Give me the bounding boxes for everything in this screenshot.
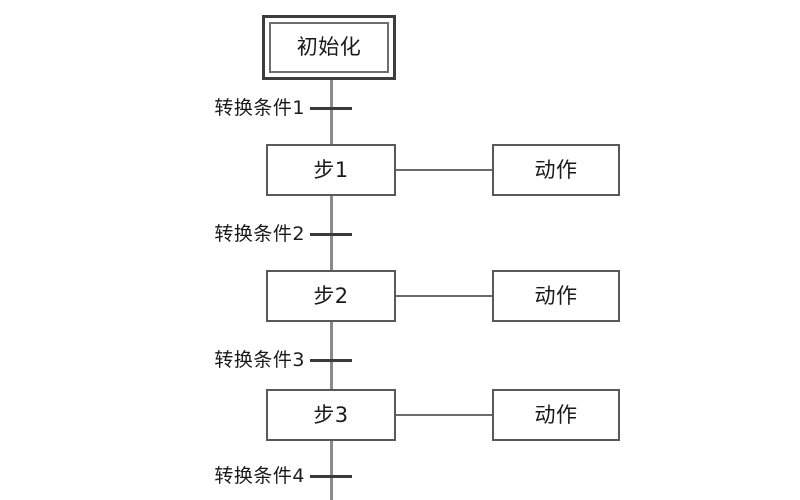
trunk-line-t4-to-bottom — [330, 476, 333, 500]
step-action-connector-1 — [396, 169, 492, 171]
step-label-2: 步2 — [313, 283, 349, 308]
step-box-1[interactable]: 步1 — [266, 144, 396, 196]
action-box-3[interactable]: 动作 — [492, 389, 620, 441]
action-box-2[interactable]: 动作 — [492, 270, 620, 322]
action-label-2: 动作 — [534, 283, 578, 308]
action-label-1: 动作 — [534, 157, 578, 182]
trunk-line-step3-to-t4 — [330, 441, 333, 476]
trunk-line-t2-to-step2 — [330, 234, 333, 270]
trunk-line-step1-to-t2 — [330, 196, 333, 234]
step-label-1: 步1 — [313, 157, 349, 182]
initial-step-inner-frame: 初始化 — [269, 22, 389, 73]
step-action-connector-2 — [396, 295, 492, 297]
transition-label-4: 转换条件4 — [214, 465, 305, 487]
trunk-line-step2-to-t3 — [330, 322, 333, 360]
initial-step-label: 初始化 — [296, 35, 362, 59]
step-box-3[interactable]: 步3 — [266, 389, 396, 441]
trunk-line-initial-to-t1 — [330, 80, 333, 108]
transition-tick-3 — [310, 359, 352, 362]
transition-tick-1 — [310, 107, 352, 110]
action-box-1[interactable]: 动作 — [492, 144, 620, 196]
trunk-line-t3-to-step3 — [330, 360, 333, 393]
step-label-3: 步3 — [313, 402, 349, 427]
step-action-connector-3 — [396, 414, 492, 416]
transition-label-1: 转换条件1 — [214, 97, 305, 119]
initial-step-box[interactable]: 初始化 — [262, 15, 396, 80]
trunk-line-t1-to-step1 — [330, 108, 333, 144]
step-box-2[interactable]: 步2 — [266, 270, 396, 322]
transition-tick-4 — [310, 475, 352, 478]
transition-tick-2 — [310, 233, 352, 236]
transition-label-2: 转换条件2 — [214, 223, 305, 245]
action-label-3: 动作 — [534, 402, 578, 427]
transition-label-3: 转换条件3 — [214, 349, 305, 371]
